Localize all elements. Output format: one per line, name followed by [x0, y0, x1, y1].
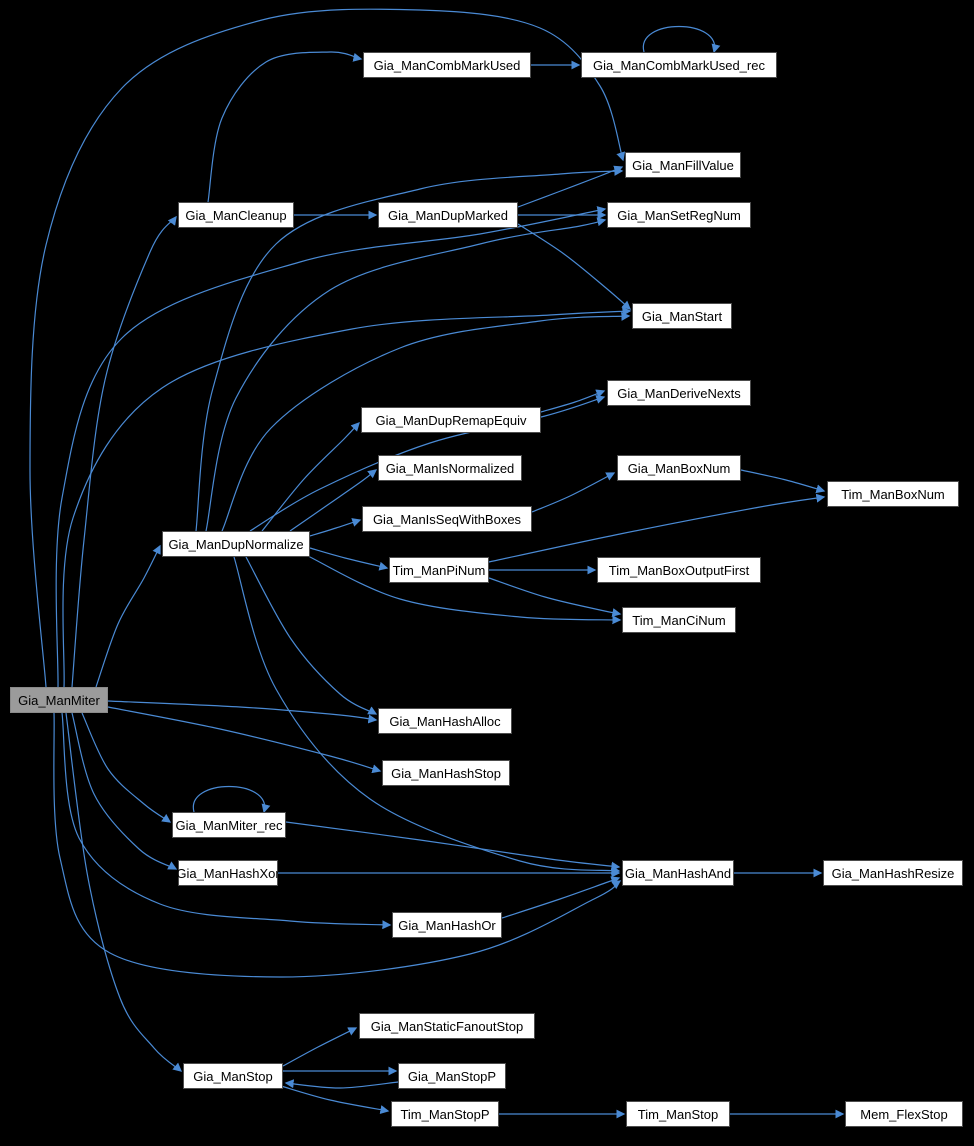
edge-Gia_ManMiter-to-Gia_ManMiter_rec	[81, 712, 172, 823]
node-Gia_ManCombMarkUsed_rec[interactable]: Gia_ManCombMarkUsed_rec	[581, 52, 777, 78]
node-Gia_ManDupNormalize[interactable]: Gia_ManDupNormalize	[162, 531, 310, 557]
edge-Gia_ManDupNormalize-to-Gia_ManIsNormalized	[289, 469, 378, 532]
node-Gia_ManDupMarked[interactable]: Gia_ManDupMarked	[378, 202, 518, 228]
edge-Gia_ManHashOr-to-Gia_ManHashAnd	[501, 876, 621, 919]
edge-Gia_ManDupNormalize-to-Gia_ManStart	[221, 311, 631, 532]
node-Gia_ManHashStop[interactable]: Gia_ManHashStop	[382, 760, 510, 786]
edge-Gia_ManStop-to-Gia_ManStaticFanoutStop	[282, 1027, 358, 1067]
edge-Gia_ManBoxNum-to-Tim_ManBoxNum	[740, 469, 826, 494]
edge-Gia_ManMiter-to-Gia_ManHashXor	[71, 712, 178, 870]
edge-Gia_ManIsSeqWithBoxes-to-Gia_ManBoxNum	[531, 472, 616, 513]
node-Gia_ManStopP[interactable]: Gia_ManStopP	[398, 1063, 506, 1089]
edge-Gia_ManMiter-to-Gia_ManStart	[62, 306, 632, 688]
node-Gia_ManStart[interactable]: Gia_ManStart	[632, 303, 732, 329]
node-Gia_ManHashOr[interactable]: Gia_ManHashOr	[392, 912, 502, 938]
node-Tim_ManStop[interactable]: Tim_ManStop	[626, 1101, 730, 1127]
node-Gia_ManStop[interactable]: Gia_ManStop	[183, 1063, 283, 1089]
edge-Gia_ManDupNormalize-to-Gia_ManHashAnd	[233, 556, 621, 875]
edge-Gia_ManDupNormalize-to-Gia_ManHashAlloc	[245, 556, 378, 715]
edge-Gia_ManDupNormalize-to-Tim_ManCiNum	[305, 554, 622, 625]
edge-Gia_ManMiter-to-Gia_ManCleanup	[71, 215, 177, 688]
edge-Tim_ManPiNum-to-Tim_ManBoxNum	[488, 493, 826, 563]
node-Gia_ManDeriveNexts[interactable]: Gia_ManDeriveNexts	[607, 380, 751, 406]
edge-Gia_ManMiter-to-Gia_ManSetRegNum	[55, 206, 607, 688]
edge-Gia_ManCombMarkUsed_rec-self-loop	[642, 26, 721, 54]
node-Gia_ManFillValue[interactable]: Gia_ManFillValue	[625, 152, 741, 178]
edge-Gia_ManDupNormalize-to-Gia_ManDeriveNexts	[249, 395, 606, 532]
node-Tim_ManPiNum[interactable]: Tim_ManPiNum	[389, 557, 489, 583]
edge-Gia_ManMiter-to-Gia_ManHashAlloc	[107, 700, 378, 724]
node-Gia_ManDupRemapEquiv[interactable]: Gia_ManDupRemapEquiv	[361, 407, 541, 433]
edge-Gia_ManDupNormalize-to-Gia_ManDupRemapEquiv	[261, 422, 360, 532]
node-Gia_ManSetRegNum[interactable]: Gia_ManSetRegNum	[607, 202, 751, 228]
edge-Gia_ManMiter-to-Gia_ManDupNormalize	[95, 544, 161, 688]
edge-Gia_ManMiter-to-Gia_ManFillValue	[29, 8, 626, 688]
edge-Gia_ManDupRemapEquiv-to-Gia_ManDeriveNexts	[540, 389, 606, 413]
node-Gia_ManIsSeqWithBoxes[interactable]: Gia_ManIsSeqWithBoxes	[362, 506, 532, 532]
edge-Gia_ManMiter_rec-self-loop	[192, 786, 271, 814]
edge-Gia_ManDupNormalize-to-Tim_ManPiNum	[309, 547, 389, 571]
edge-Gia_ManMiter-to-Gia_ManHashAnd	[53, 712, 622, 978]
node-Gia_ManIsNormalized[interactable]: Gia_ManIsNormalized	[378, 455, 522, 481]
node-Gia_ManCombMarkUsed[interactable]: Gia_ManCombMarkUsed	[363, 52, 531, 78]
edge-Gia_ManMiter-to-Gia_ManHashOr	[61, 712, 392, 930]
node-Gia_ManMiter_rec[interactable]: Gia_ManMiter_rec	[172, 812, 286, 838]
node-Gia_ManHashAlloc[interactable]: Gia_ManHashAlloc	[378, 708, 512, 734]
node-Tim_ManBoxNum[interactable]: Tim_ManBoxNum	[827, 481, 959, 507]
edge-Gia_ManStop-to-Tim_ManStopP	[280, 1085, 390, 1114]
node-Gia_ManHashAnd[interactable]: Gia_ManHashAnd	[622, 860, 734, 886]
edge-Gia_ManMiter-to-Gia_ManStop	[65, 712, 183, 1072]
node-Gia_ManHashResize[interactable]: Gia_ManHashResize	[823, 860, 963, 886]
node-Tim_ManBoxOutputFirst[interactable]: Tim_ManBoxOutputFirst	[597, 557, 761, 583]
node-Gia_ManCleanup[interactable]: Gia_ManCleanup	[178, 202, 294, 228]
node-Gia_ManHashXor[interactable]: Gia_ManHashXor	[176, 860, 280, 886]
edge-Tim_ManPiNum-to-Tim_ManCiNum	[488, 577, 622, 617]
node-Gia_ManStaticFanoutStop[interactable]: Gia_ManStaticFanoutStop	[359, 1013, 535, 1039]
node-Gia_ManMiter[interactable]: Gia_ManMiter	[10, 687, 108, 713]
node-Mem_FlexStop[interactable]: Mem_FlexStop	[845, 1101, 963, 1127]
edge-Gia_ManMiter_rec-to-Gia_ManHashAnd	[285, 821, 621, 871]
edge-Gia_ManMiter-to-Gia_ManHashStop	[107, 706, 382, 774]
node-Gia_ManBoxNum[interactable]: Gia_ManBoxNum	[617, 455, 741, 481]
edge-Gia_ManDupMarked-to-Gia_ManStart	[517, 223, 632, 310]
edge-Gia_ManDupNormalize-to-Gia_ManIsSeqWithBoxes	[309, 518, 362, 537]
edge-Gia_ManDupNormalize-to-Gia_ManFillValue	[195, 166, 624, 532]
edge-Gia_ManCleanup-to-Gia_ManCombMarkUsed	[207, 51, 363, 203]
edge-Gia_ManDupNormalize-to-Gia_ManSetRegNum	[205, 217, 607, 532]
node-Tim_ManStopP[interactable]: Tim_ManStopP	[391, 1101, 499, 1127]
edge-Gia_ManDupMarked-to-Gia_ManFillValue	[517, 165, 624, 208]
edge-Gia_ManStopP-to-Gia_ManStop	[284, 1079, 399, 1089]
node-Tim_ManCiNum[interactable]: Tim_ManCiNum	[622, 607, 736, 633]
